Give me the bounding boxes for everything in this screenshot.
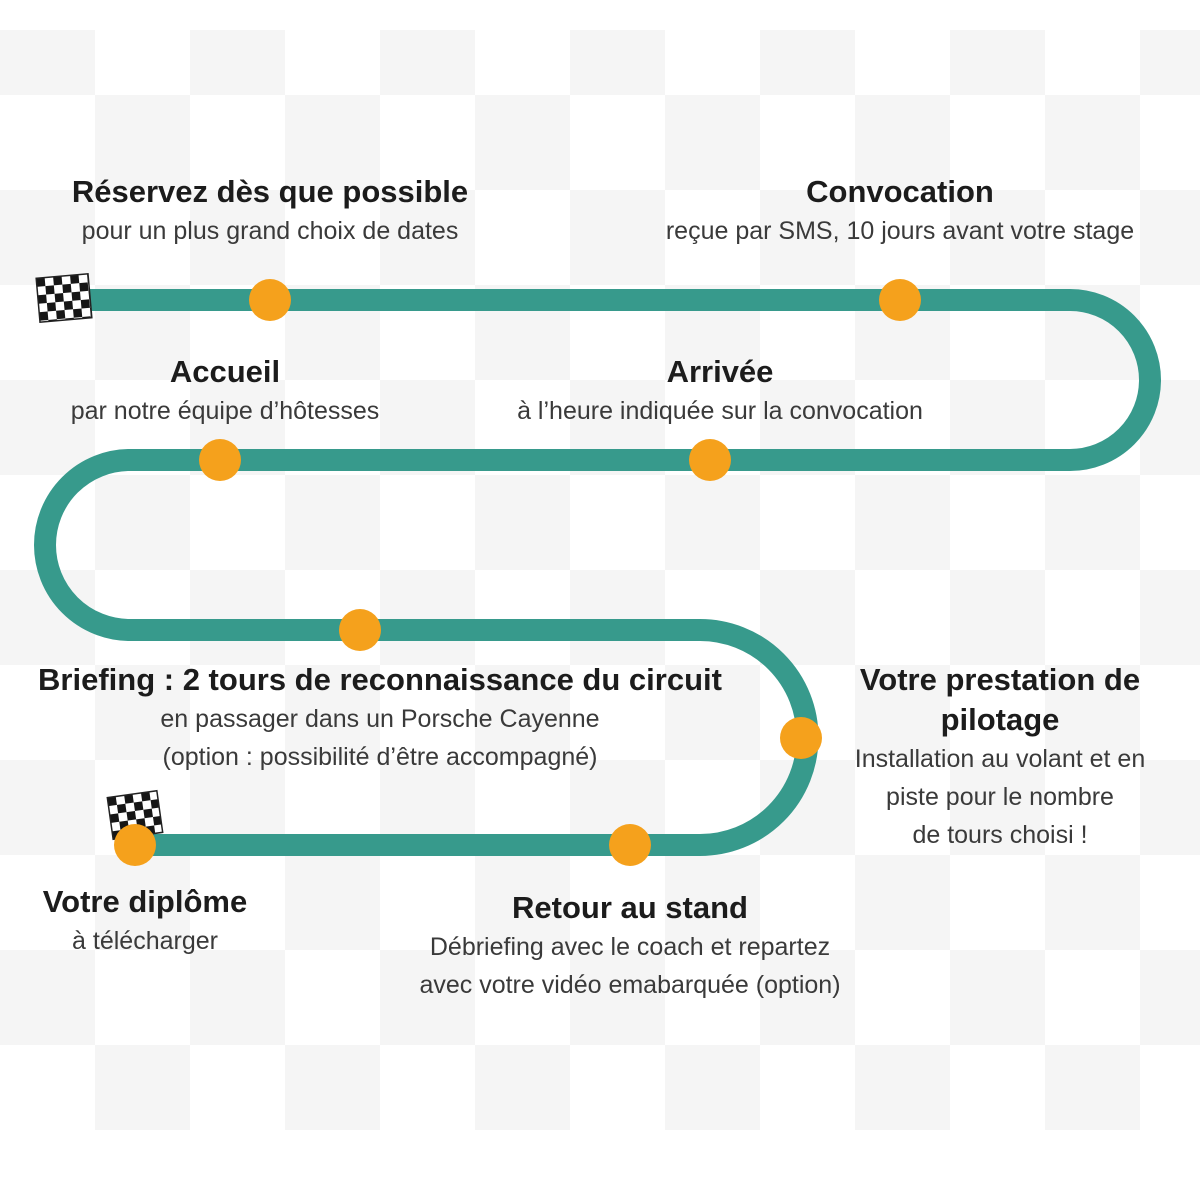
step-reserve: Réservez dès que possible pour un plus g… <box>35 172 505 250</box>
track-marker-briefing <box>339 609 381 651</box>
track-marker-accueil <box>199 439 241 481</box>
step-subtitle: (option : possibilité d’être accompagné) <box>162 743 598 771</box>
track-marker-diplome <box>114 824 156 866</box>
step-subtitle: avec votre vidéo emabarquée (option) <box>419 971 841 999</box>
background-checker-pattern <box>0 30 1200 1130</box>
step-title: Convocation <box>806 174 994 209</box>
step-subtitle: Installation au volant et en <box>854 745 1146 773</box>
step-subtitle: à télécharger <box>72 927 218 955</box>
step-convocation: Convocation reçue par SMS, 10 jours avan… <box>605 172 1195 250</box>
step-title: Accueil <box>169 354 281 389</box>
step-title: Votre prestation de pilotage <box>859 662 1141 737</box>
step-subtitle: pour un plus grand choix de dates <box>81 217 459 245</box>
step-subtitle: piste pour le nombre <box>886 783 1114 811</box>
track-marker-prestation <box>780 717 822 759</box>
track-marker-retour <box>609 824 651 866</box>
step-subtitle: Débriefing avec le coach et repartez <box>429 933 831 961</box>
step-retour: Retour au stand Débriefing avec le coach… <box>385 888 875 1004</box>
track-marker-convocation <box>879 279 921 321</box>
step-subtitle: reçue par SMS, 10 jours avant votre stag… <box>665 217 1135 245</box>
step-subtitle: à l’heure indiquée sur la convocation <box>517 397 923 425</box>
step-title: Réservez dès que possible <box>71 174 469 209</box>
track-marker-reserve <box>249 279 291 321</box>
step-title: Votre diplôme <box>42 884 248 919</box>
step-subtitle: de tours choisi ! <box>912 821 1088 849</box>
step-title: Retour au stand <box>512 890 748 925</box>
step-title: Briefing : 2 tours de reconnaissance du … <box>38 662 722 697</box>
step-title: Arrivée <box>666 354 774 389</box>
track-marker-arrivee <box>689 439 731 481</box>
step-accueil: Accueil par notre équipe d’hôtesses <box>50 352 400 430</box>
step-prestation: Votre prestation de pilotage Installatio… <box>828 660 1172 854</box>
step-diplome: Votre diplôme à télécharger <box>20 882 270 960</box>
checkered-flag-start-icon <box>35 273 93 323</box>
step-subtitle: par notre équipe d’hôtesses <box>70 397 380 425</box>
step-subtitle: en passager dans un Porsche Cayenne <box>160 705 600 733</box>
step-arrivee: Arrivée à l’heure indiquée sur la convoc… <box>470 352 970 430</box>
step-briefing: Briefing : 2 tours de reconnaissance du … <box>0 660 760 776</box>
